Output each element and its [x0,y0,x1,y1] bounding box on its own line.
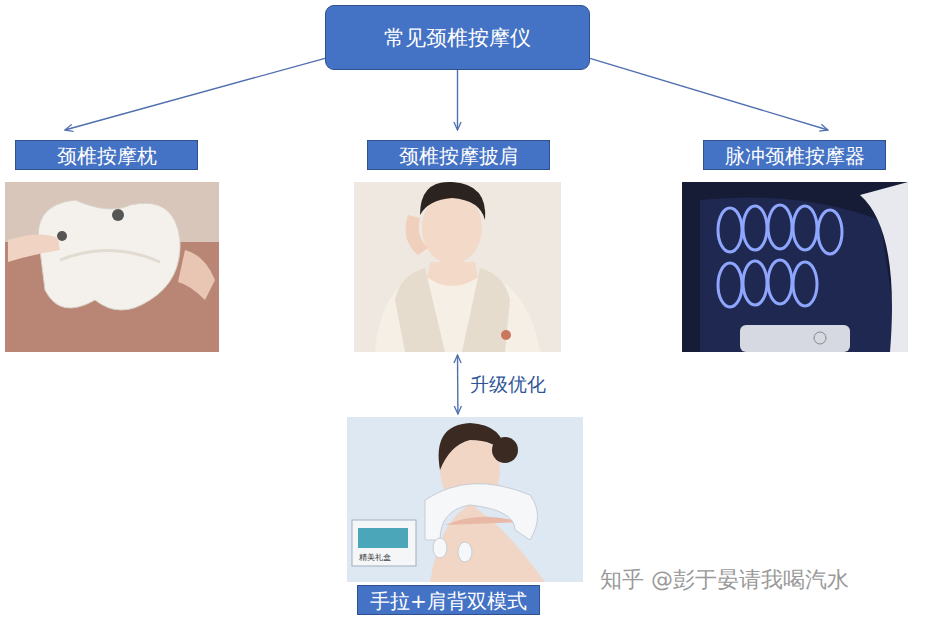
category-label: 颈椎按摩枕 [15,140,198,170]
category-node: 颈椎按摩枕 [5,140,219,352]
connector-arrow [65,58,325,130]
watermark: 知乎 @彭于晏请我喝汽水 [600,565,849,595]
root-box: 常见颈椎按摩仪 [325,5,590,70]
connector-arrow [590,58,828,130]
category-node: 手拉+肩背双模式 [347,417,583,615]
category-node: 脉冲颈椎按摩器 [682,140,908,352]
neck-massager-photo [347,417,583,582]
shawl-photo [354,182,561,352]
connector-arrow [457,355,459,414]
category-node: 颈椎按摩披肩 [354,140,561,352]
connector-arrow [457,70,458,130]
category-label: 脉冲颈椎按摩器 [703,140,886,170]
root-title: 常见颈椎按摩仪 [372,24,543,52]
pillow-photo [5,182,219,352]
category-label: 手拉+肩背双模式 [357,585,540,615]
edge-label: 升级优化 [467,371,549,399]
category-label: 颈椎按摩披肩 [367,140,550,170]
pulse-device-photo [682,182,908,352]
box-text: 精美礼盒 [359,552,391,563]
